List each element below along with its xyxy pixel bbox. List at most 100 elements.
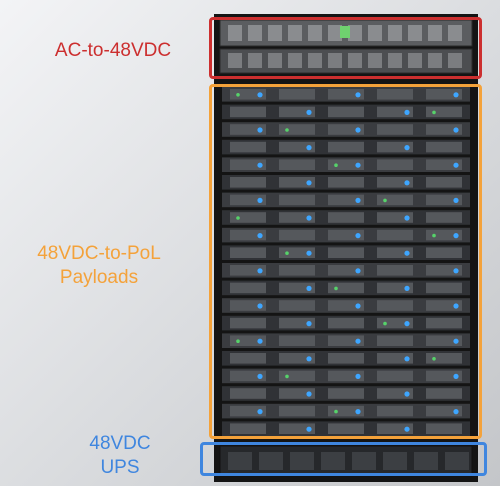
sled-connector xyxy=(426,370,462,382)
sled-connector xyxy=(279,265,315,276)
blue-led xyxy=(355,197,361,203)
sled-connector xyxy=(328,405,364,417)
blue-led xyxy=(453,409,459,415)
blue-led xyxy=(453,233,459,239)
ups-module xyxy=(352,452,376,470)
power-module xyxy=(248,53,262,68)
sled-connector xyxy=(328,282,364,294)
sled-connector xyxy=(279,177,315,188)
sled-connector xyxy=(328,141,364,153)
sled-connector xyxy=(279,141,315,153)
sled-connector xyxy=(328,317,364,329)
blue-led xyxy=(306,145,312,151)
blue-led xyxy=(257,127,263,133)
48vdc-to-pol-label-line2: Payloads xyxy=(59,267,139,288)
blue-led xyxy=(306,356,312,362)
sled-connector xyxy=(328,159,364,170)
ups-module xyxy=(290,452,314,470)
power-module xyxy=(268,25,282,41)
green-led xyxy=(236,93,240,97)
sled-connector xyxy=(328,89,364,100)
sled-connector xyxy=(328,353,364,364)
sled-connector xyxy=(328,265,364,276)
sled-connector xyxy=(377,194,413,206)
power-module xyxy=(308,53,322,68)
sled-connector xyxy=(230,388,266,399)
green-led xyxy=(285,251,289,255)
sled-connector xyxy=(230,353,266,364)
sled-connector xyxy=(279,247,315,258)
green-led xyxy=(236,339,240,344)
power-module xyxy=(228,53,242,68)
sled-connector xyxy=(377,141,413,153)
blue-led xyxy=(306,321,312,327)
sled-connector xyxy=(328,106,364,118)
sled-connector xyxy=(377,353,413,364)
green-led xyxy=(383,321,387,326)
blue-led xyxy=(453,373,459,379)
blue-led xyxy=(306,215,312,221)
48vdc-ups-label-line1: 48VDC xyxy=(89,433,151,454)
power-module xyxy=(228,25,242,41)
sled-connector xyxy=(279,194,315,206)
power-module xyxy=(448,53,462,68)
blue-led xyxy=(404,426,410,432)
ups-module xyxy=(445,452,469,470)
green-led xyxy=(432,233,436,238)
power-module xyxy=(408,25,422,41)
sled-connector xyxy=(279,89,315,100)
48vdc-to-pol-label-line1: 48VDC-to-PoL xyxy=(37,243,161,264)
blue-led xyxy=(453,197,459,203)
power-module xyxy=(328,25,342,41)
48vdc-to-pol-box xyxy=(209,84,482,439)
sled-connector xyxy=(377,177,413,188)
sled-connector xyxy=(377,229,413,241)
green-led xyxy=(334,409,338,414)
sled-connector xyxy=(230,265,266,276)
sled-connector xyxy=(279,353,315,364)
sled-connector xyxy=(377,212,413,223)
blue-led xyxy=(306,109,312,115)
sled-connector xyxy=(279,124,315,135)
48vdc-ups-label: 48VDC UPS xyxy=(60,432,180,480)
sled-connector xyxy=(377,247,413,258)
sled-connector xyxy=(377,317,413,329)
blue-led xyxy=(355,162,361,168)
blue-led xyxy=(355,373,361,379)
power-module xyxy=(428,25,442,41)
sled-connector xyxy=(279,159,315,170)
ups-module xyxy=(228,452,252,470)
sled-connector xyxy=(279,212,315,223)
ups-module xyxy=(383,452,407,470)
sled-connector xyxy=(279,388,315,399)
blue-led xyxy=(453,268,459,274)
sled-connector xyxy=(230,212,266,223)
sled-connector xyxy=(230,141,266,153)
sled-connector xyxy=(328,194,364,206)
blue-led xyxy=(453,92,459,98)
green-led xyxy=(285,374,289,379)
blue-led xyxy=(404,180,410,186)
blue-led xyxy=(355,268,361,274)
blue-led xyxy=(404,285,410,291)
sled-connector xyxy=(328,335,364,346)
sled-connector xyxy=(279,317,315,329)
sled-connector xyxy=(279,335,315,346)
power-module xyxy=(368,53,382,68)
sled-connector xyxy=(377,335,413,346)
blue-led xyxy=(355,92,361,98)
server-rack xyxy=(214,14,478,482)
power-module xyxy=(348,25,362,41)
sled-connector xyxy=(426,106,462,118)
blue-led xyxy=(306,426,312,432)
sled-connector xyxy=(426,335,462,346)
sled-connector xyxy=(279,370,315,382)
power-module xyxy=(408,53,422,68)
blue-led xyxy=(257,162,263,168)
green-led xyxy=(383,198,387,203)
sled-connector xyxy=(279,405,315,417)
48vdc-to-pol-label: 48VDC-to-PoL Payloads xyxy=(14,242,184,290)
power-module xyxy=(388,53,402,68)
sled-connector xyxy=(230,423,266,434)
sled-connector xyxy=(328,388,364,399)
